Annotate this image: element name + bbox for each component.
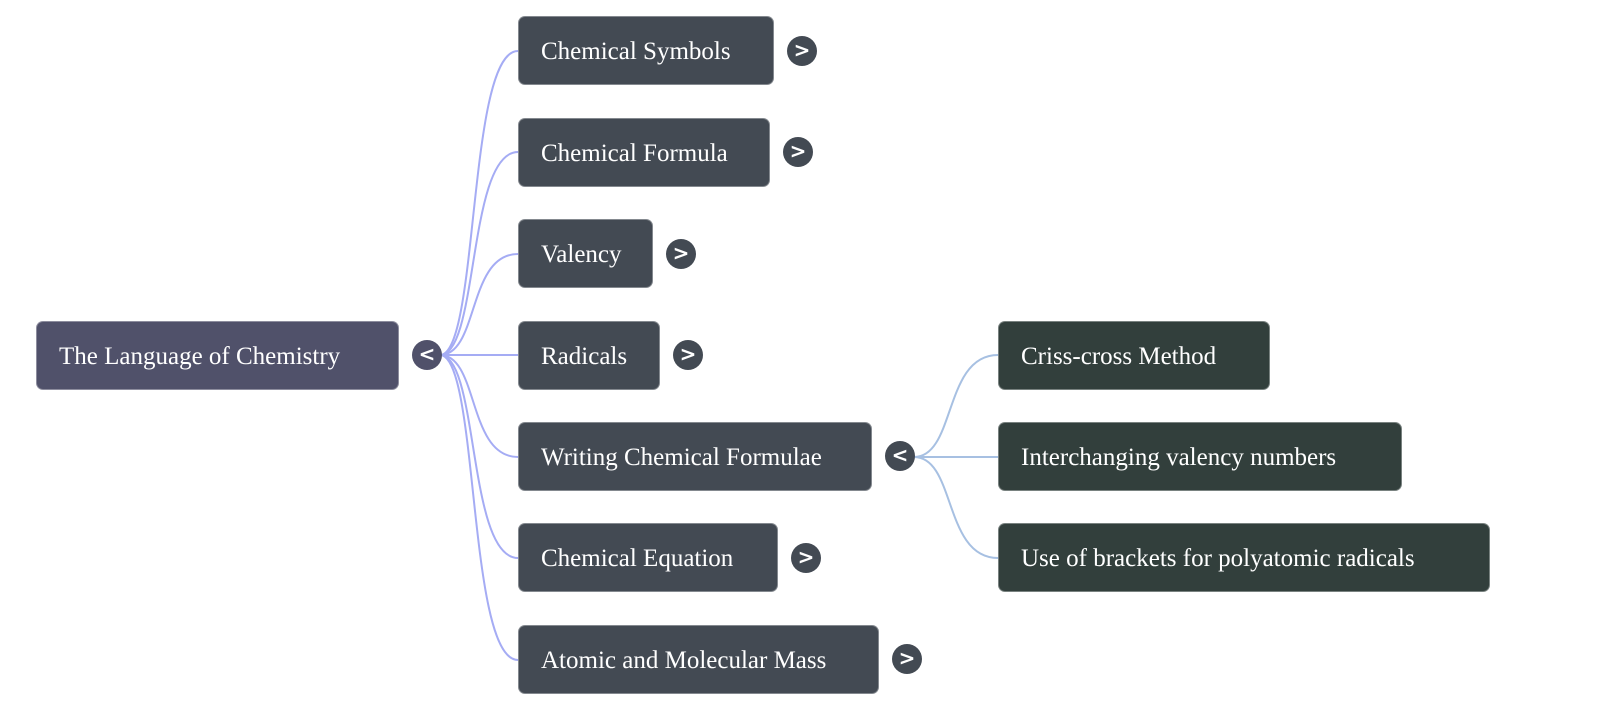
root-node[interactable]: The Language of Chemistry <box>36 321 399 390</box>
subtopic-label: Use of brackets for polyatomic radicals <box>1021 545 1415 572</box>
topic-node-writing-chemical-formulae[interactable]: Writing Chemical Formulae <box>518 422 872 491</box>
topic-label: Chemical Equation <box>541 545 734 572</box>
topic-node-chemical-equation[interactable]: Chemical Equation <box>518 523 778 592</box>
subtopic-node-brackets[interactable]: Use of brackets for polyatomic radicals <box>998 523 1490 592</box>
expand-chemical-symbols-icon[interactable]: > <box>787 36 817 66</box>
expand-chemical-equation-icon[interactable]: > <box>791 543 821 573</box>
topic-node-valency[interactable]: Valency <box>518 219 653 288</box>
subtopic-node-interchanging-valency[interactable]: Interchanging valency numbers <box>998 422 1402 491</box>
expand-valency-icon[interactable]: > <box>666 239 696 269</box>
topic-label: Radicals <box>541 343 628 370</box>
collapse-root-toggle-icon[interactable]: < <box>412 340 442 370</box>
root-connector-line <box>439 354 519 559</box>
topic-label: Writing Chemical Formulae <box>541 444 822 471</box>
root-connector-line <box>439 151 519 356</box>
topic-label: Atomic and Molecular Mass <box>541 647 827 674</box>
topic-node-radicals[interactable]: Radicals <box>518 321 660 390</box>
root-connector-line <box>439 50 519 356</box>
topic-label: Chemical Formula <box>541 140 728 167</box>
expand-chemical-formula-icon[interactable]: > <box>783 137 813 167</box>
topic-node-atomic-molecular-mass[interactable]: Atomic and Molecular Mass <box>518 625 879 694</box>
root-node-label: The Language of Chemistry <box>59 343 341 370</box>
expand-radicals-icon[interactable]: > <box>673 340 703 370</box>
root-connector-line <box>439 354 519 458</box>
topic-node-chemical-symbols[interactable]: Chemical Symbols <box>518 16 774 85</box>
subtopic-label: Criss-cross Method <box>1021 343 1217 370</box>
subtopic-node-criss-cross[interactable]: Criss-cross Method <box>998 321 1270 390</box>
topic-node-chemical-formula[interactable]: Chemical Formula <box>518 118 770 187</box>
root-connector-line <box>439 253 519 356</box>
subtopic-label: Interchanging valency numbers <box>1021 444 1337 471</box>
root-connector-line <box>439 354 519 661</box>
expand-atomic-molecular-mass-icon[interactable]: > <box>892 644 922 674</box>
subtopic-connector-line <box>913 354 999 458</box>
subtopic-connector-line <box>913 456 999 559</box>
topic-label: Valency <box>541 241 622 268</box>
collapse-writing-chemical-formulae-icon[interactable]: < <box>885 441 915 471</box>
topic-label: Chemical Symbols <box>541 38 731 65</box>
